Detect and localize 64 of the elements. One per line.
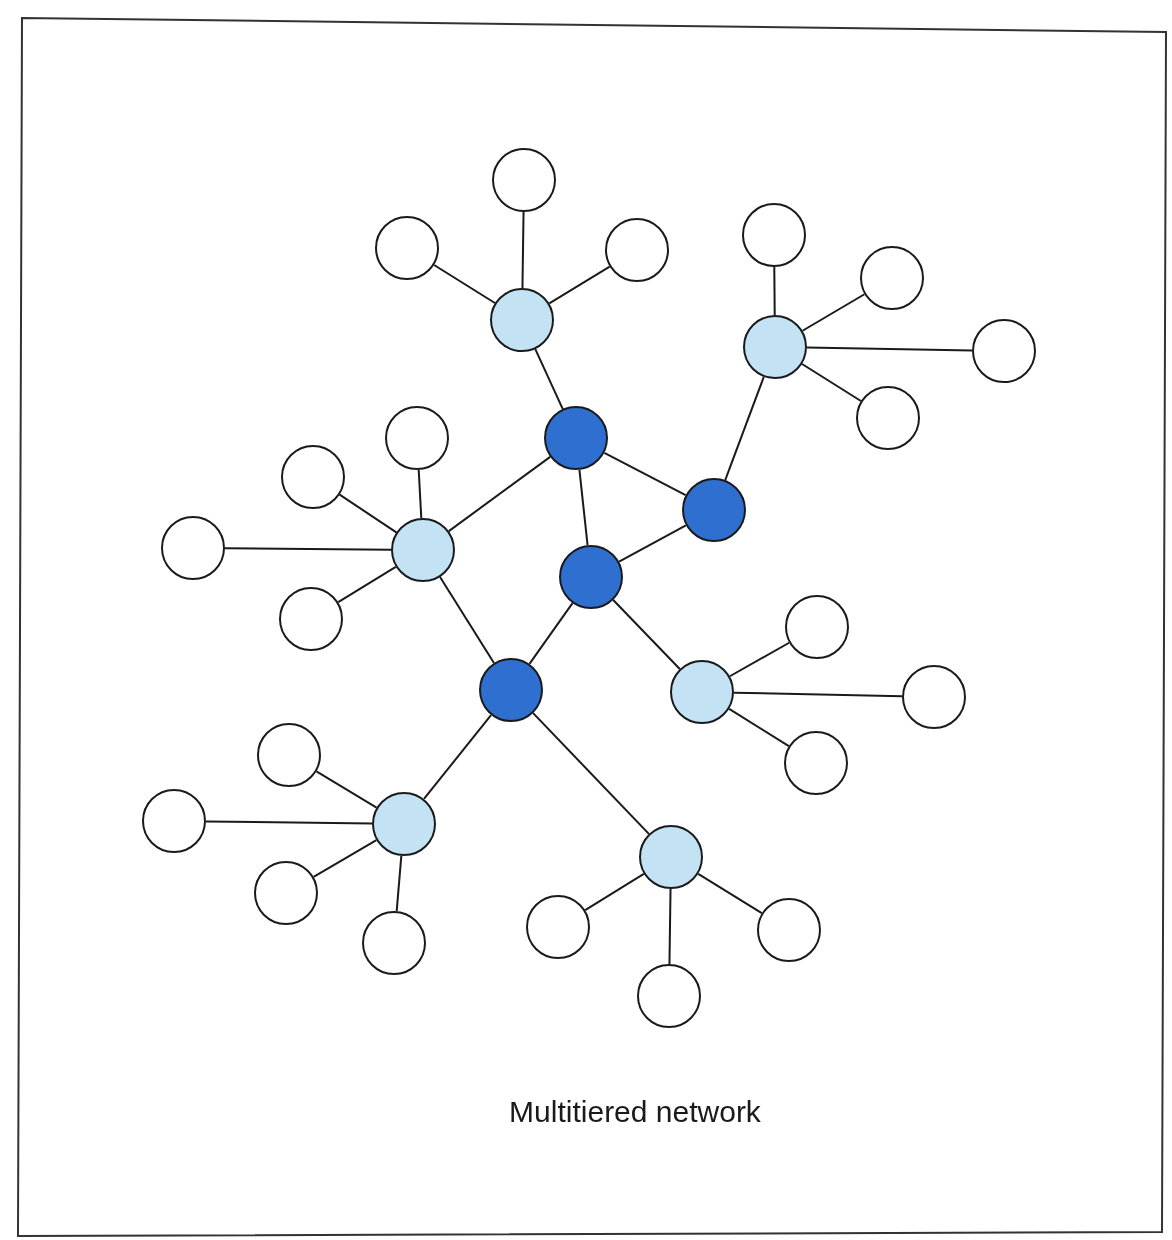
leaf-node-circle [142,789,206,853]
leaf-node-circle [742,203,806,267]
leaf-node-circle [161,516,225,580]
connector-line [733,691,903,698]
hub-node-circle [670,660,734,724]
connector-line [584,872,645,912]
leaf-node-circle [492,148,556,212]
leaf-node-circle [279,587,343,651]
connector-line [337,565,397,604]
connector-line [548,265,611,305]
connector-line [806,346,973,352]
hub-node-circle [490,288,554,352]
leaf-node-circle [526,895,590,959]
connector-line [603,451,687,497]
core-node-circle [544,406,608,470]
connector-line [773,266,776,316]
connector-line [338,493,398,534]
leaf-node-circle [972,319,1036,383]
leaf-node-circle [257,723,321,787]
leaf-node-circle [637,964,701,1028]
connector-line [312,839,378,878]
leaf-node-circle [605,218,669,282]
hub-node-circle [743,315,807,379]
connector-line [532,712,650,835]
connector-line [534,348,564,410]
core-node-circle [682,478,746,542]
connector-line [697,872,763,915]
connector-line [728,707,790,748]
hub-node-circle [391,518,455,582]
connector-line [447,455,552,533]
connector-line [521,211,525,289]
connector-line [433,264,496,304]
connector-line [315,770,378,809]
connector-line [439,576,495,664]
connector-line [618,524,687,563]
connector-line [801,293,866,332]
connector-line [668,888,672,965]
leaf-node-circle [785,595,849,659]
connector-line [417,468,423,520]
core-node-circle [559,545,623,609]
leaf-node-circle [757,898,821,962]
hub-node-circle [372,792,436,856]
connector-line [724,375,765,482]
leaf-node-circle [362,911,426,975]
connector-line [224,547,392,551]
connector-line [612,599,681,670]
hub-node-circle [639,825,703,889]
leaf-node-circle [281,445,345,509]
connector-line [422,714,493,800]
leaf-node-circle [784,731,848,795]
connector-line [578,468,589,547]
leaf-node-circle [375,216,439,280]
core-node-circle [479,658,543,722]
leaf-node-circle [856,386,920,450]
connector-line [728,641,791,678]
leaf-node-circle [385,406,449,470]
leaf-node-circle [902,665,966,729]
connector-line [801,363,862,402]
leaf-node-circle [860,246,924,310]
connector-line [205,820,373,825]
leaf-node-circle [254,861,318,925]
caption: Multitiered network [508,1095,762,1129]
connector-line [528,602,574,665]
connector-line [395,854,403,913]
